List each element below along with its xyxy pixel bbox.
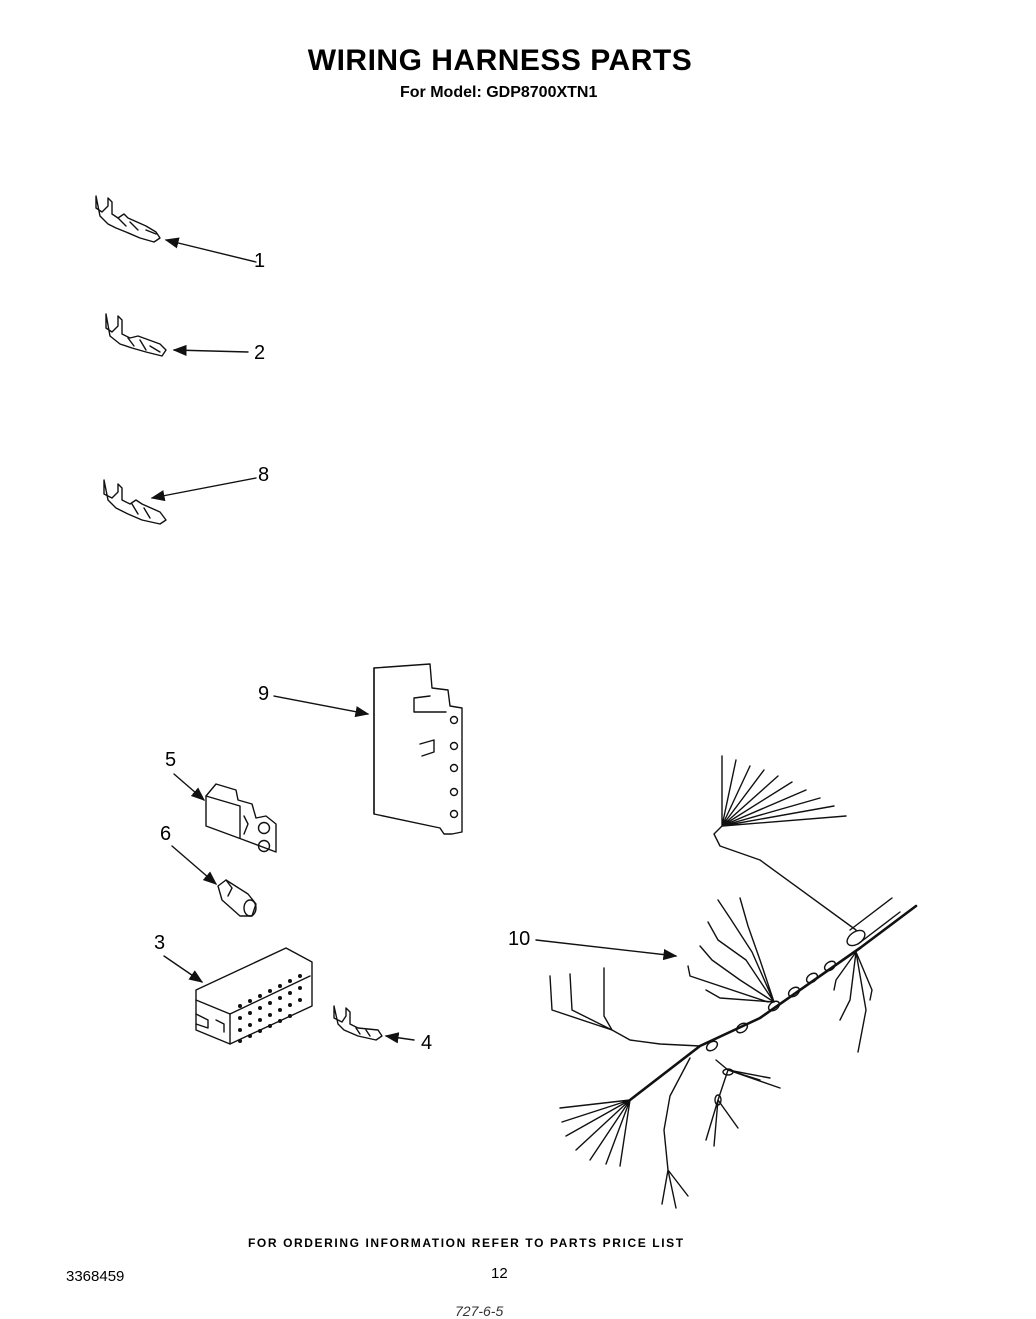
callout-10: 10: [508, 928, 531, 950]
arrow-9: [273, 695, 370, 718]
terminal-part-2: [105, 313, 167, 357]
connector-part-5: [205, 783, 277, 853]
connector-housing-part-9: [373, 663, 463, 835]
page-number: 12: [491, 1265, 508, 1282]
callout-8: 8: [258, 464, 270, 486]
document-number: 3368459: [66, 1268, 125, 1285]
wiring-harness-part-10: [549, 755, 918, 1209]
splice-cap-part-6: [217, 879, 257, 917]
arrow-3: [163, 955, 204, 983]
arrow-4: [384, 1032, 415, 1044]
callout-4: 4: [421, 1032, 433, 1054]
callout-3: 3: [154, 932, 166, 954]
arrow-5: [173, 773, 206, 801]
terminal-part-4: [333, 1005, 383, 1041]
callout-5: 5: [165, 749, 177, 771]
block-connector-part-3: [195, 947, 313, 1045]
arrow-6: [171, 845, 218, 885]
arrow-2: [172, 344, 249, 356]
page-title: WIRING HARNESS PARTS: [307, 44, 693, 77]
arrow-10: [535, 939, 678, 961]
terminal-part-1: [95, 195, 161, 243]
callout-1: 1: [254, 250, 266, 272]
scan-mark: 727-6-5: [455, 1303, 504, 1319]
callout-6: 6: [160, 823, 172, 845]
model-subtitle: For Model: GDP8700XTN1: [400, 84, 598, 101]
arrow-8: [150, 477, 257, 502]
callout-2: 2: [254, 342, 266, 364]
arrow-1: [164, 237, 257, 263]
callout-9: 9: [258, 683, 270, 705]
terminal-part-8: [103, 479, 167, 525]
ordering-note: FOR ORDERING INFORMATION REFER TO PARTS …: [248, 1236, 685, 1250]
